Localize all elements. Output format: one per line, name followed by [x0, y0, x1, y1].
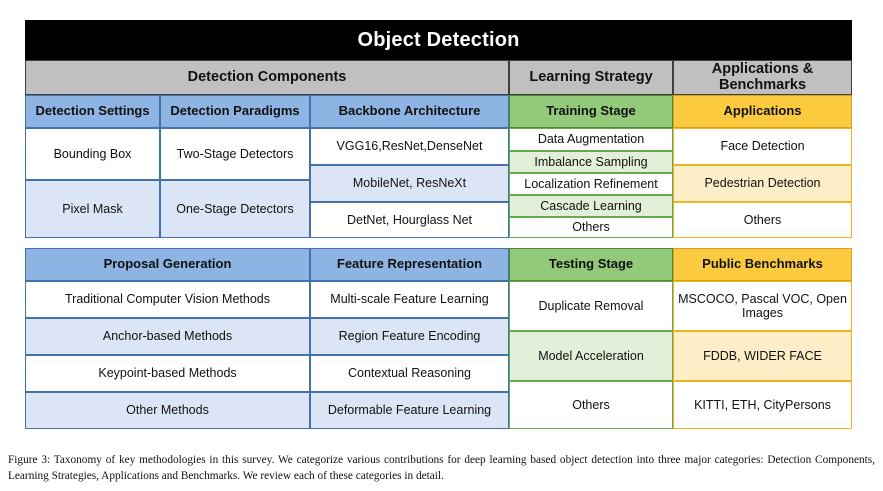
- cell-feature-representation-3: Deformable Feature Learning: [310, 392, 509, 429]
- cell-feature-representation-1: Region Feature Encoding: [310, 318, 509, 355]
- cell-proposal-generation-2: Keypoint-based Methods: [25, 355, 310, 392]
- band-applications-benchmarks: Applications & Benchmarks: [673, 60, 852, 95]
- cell-training-stage-0: Data Augmentation: [509, 128, 673, 151]
- header-training-stage: Training Stage: [509, 95, 673, 128]
- cell-feature-representation-2: Contextual Reasoning: [310, 355, 509, 392]
- cell-training-stage-3: Cascade Learning: [509, 195, 673, 217]
- header-backbone-architecture: Backbone Architecture: [310, 95, 509, 128]
- cell-proposal-generation-0: Traditional Computer Vision Methods: [25, 281, 310, 318]
- cell-applications-1: Pedestrian Detection: [673, 165, 852, 202]
- band-detection-components: Detection Components: [25, 60, 509, 95]
- header-testing-stage: Testing Stage: [509, 248, 673, 281]
- taxonomy-table: Object Detection Detection Components Le…: [25, 20, 852, 429]
- cell-training-stage-1: Imbalance Sampling: [509, 151, 673, 173]
- figure-caption: Figure 3: Taxonomy of key methodologies …: [8, 454, 875, 483]
- cell-detection-paradigms-1: One-Stage Detectors: [160, 180, 310, 238]
- cell-proposal-generation-1: Anchor-based Methods: [25, 318, 310, 355]
- band-learning-strategy: Learning Strategy: [509, 60, 673, 95]
- cell-testing-stage-0: Duplicate Removal: [509, 281, 673, 331]
- cell-detection-settings-0: Bounding Box: [25, 128, 160, 180]
- cell-public-benchmarks-2: KITTI, ETH, CityPersons: [673, 381, 852, 429]
- cell-public-benchmarks-0: MSCOCO, Pascal VOC, Open Images: [673, 281, 852, 331]
- cell-backbone-1: MobileNet, ResNeXt: [310, 165, 509, 202]
- cell-proposal-generation-3: Other Methods: [25, 392, 310, 429]
- cell-applications-0: Face Detection: [673, 128, 852, 165]
- cell-detection-paradigms-0: Two-Stage Detectors: [160, 128, 310, 180]
- cell-detection-settings-1: Pixel Mask: [25, 180, 160, 238]
- header-applications: Applications: [673, 95, 852, 128]
- header-detection-settings: Detection Settings: [25, 95, 160, 128]
- header-proposal-generation: Proposal Generation: [25, 248, 310, 281]
- header-detection-paradigms: Detection Paradigms: [160, 95, 310, 128]
- cell-testing-stage-2: Others: [509, 381, 673, 429]
- header-feature-representation: Feature Representation: [310, 248, 509, 281]
- cell-feature-representation-0: Multi-scale Feature Learning: [310, 281, 509, 318]
- cell-public-benchmarks-1: FDDB, WIDER FACE: [673, 331, 852, 381]
- header-public-benchmarks: Public Benchmarks: [673, 248, 852, 281]
- cell-applications-2: Others: [673, 202, 852, 238]
- cell-backbone-0: VGG16,ResNet,DenseNet: [310, 128, 509, 165]
- cell-training-stage-4: Others: [509, 217, 673, 238]
- cell-testing-stage-1: Model Acceleration: [509, 331, 673, 381]
- taxonomy-title: Object Detection: [25, 20, 852, 60]
- cell-backbone-2: DetNet, Hourglass Net: [310, 202, 509, 238]
- cell-training-stage-2: Localization Refinement: [509, 173, 673, 195]
